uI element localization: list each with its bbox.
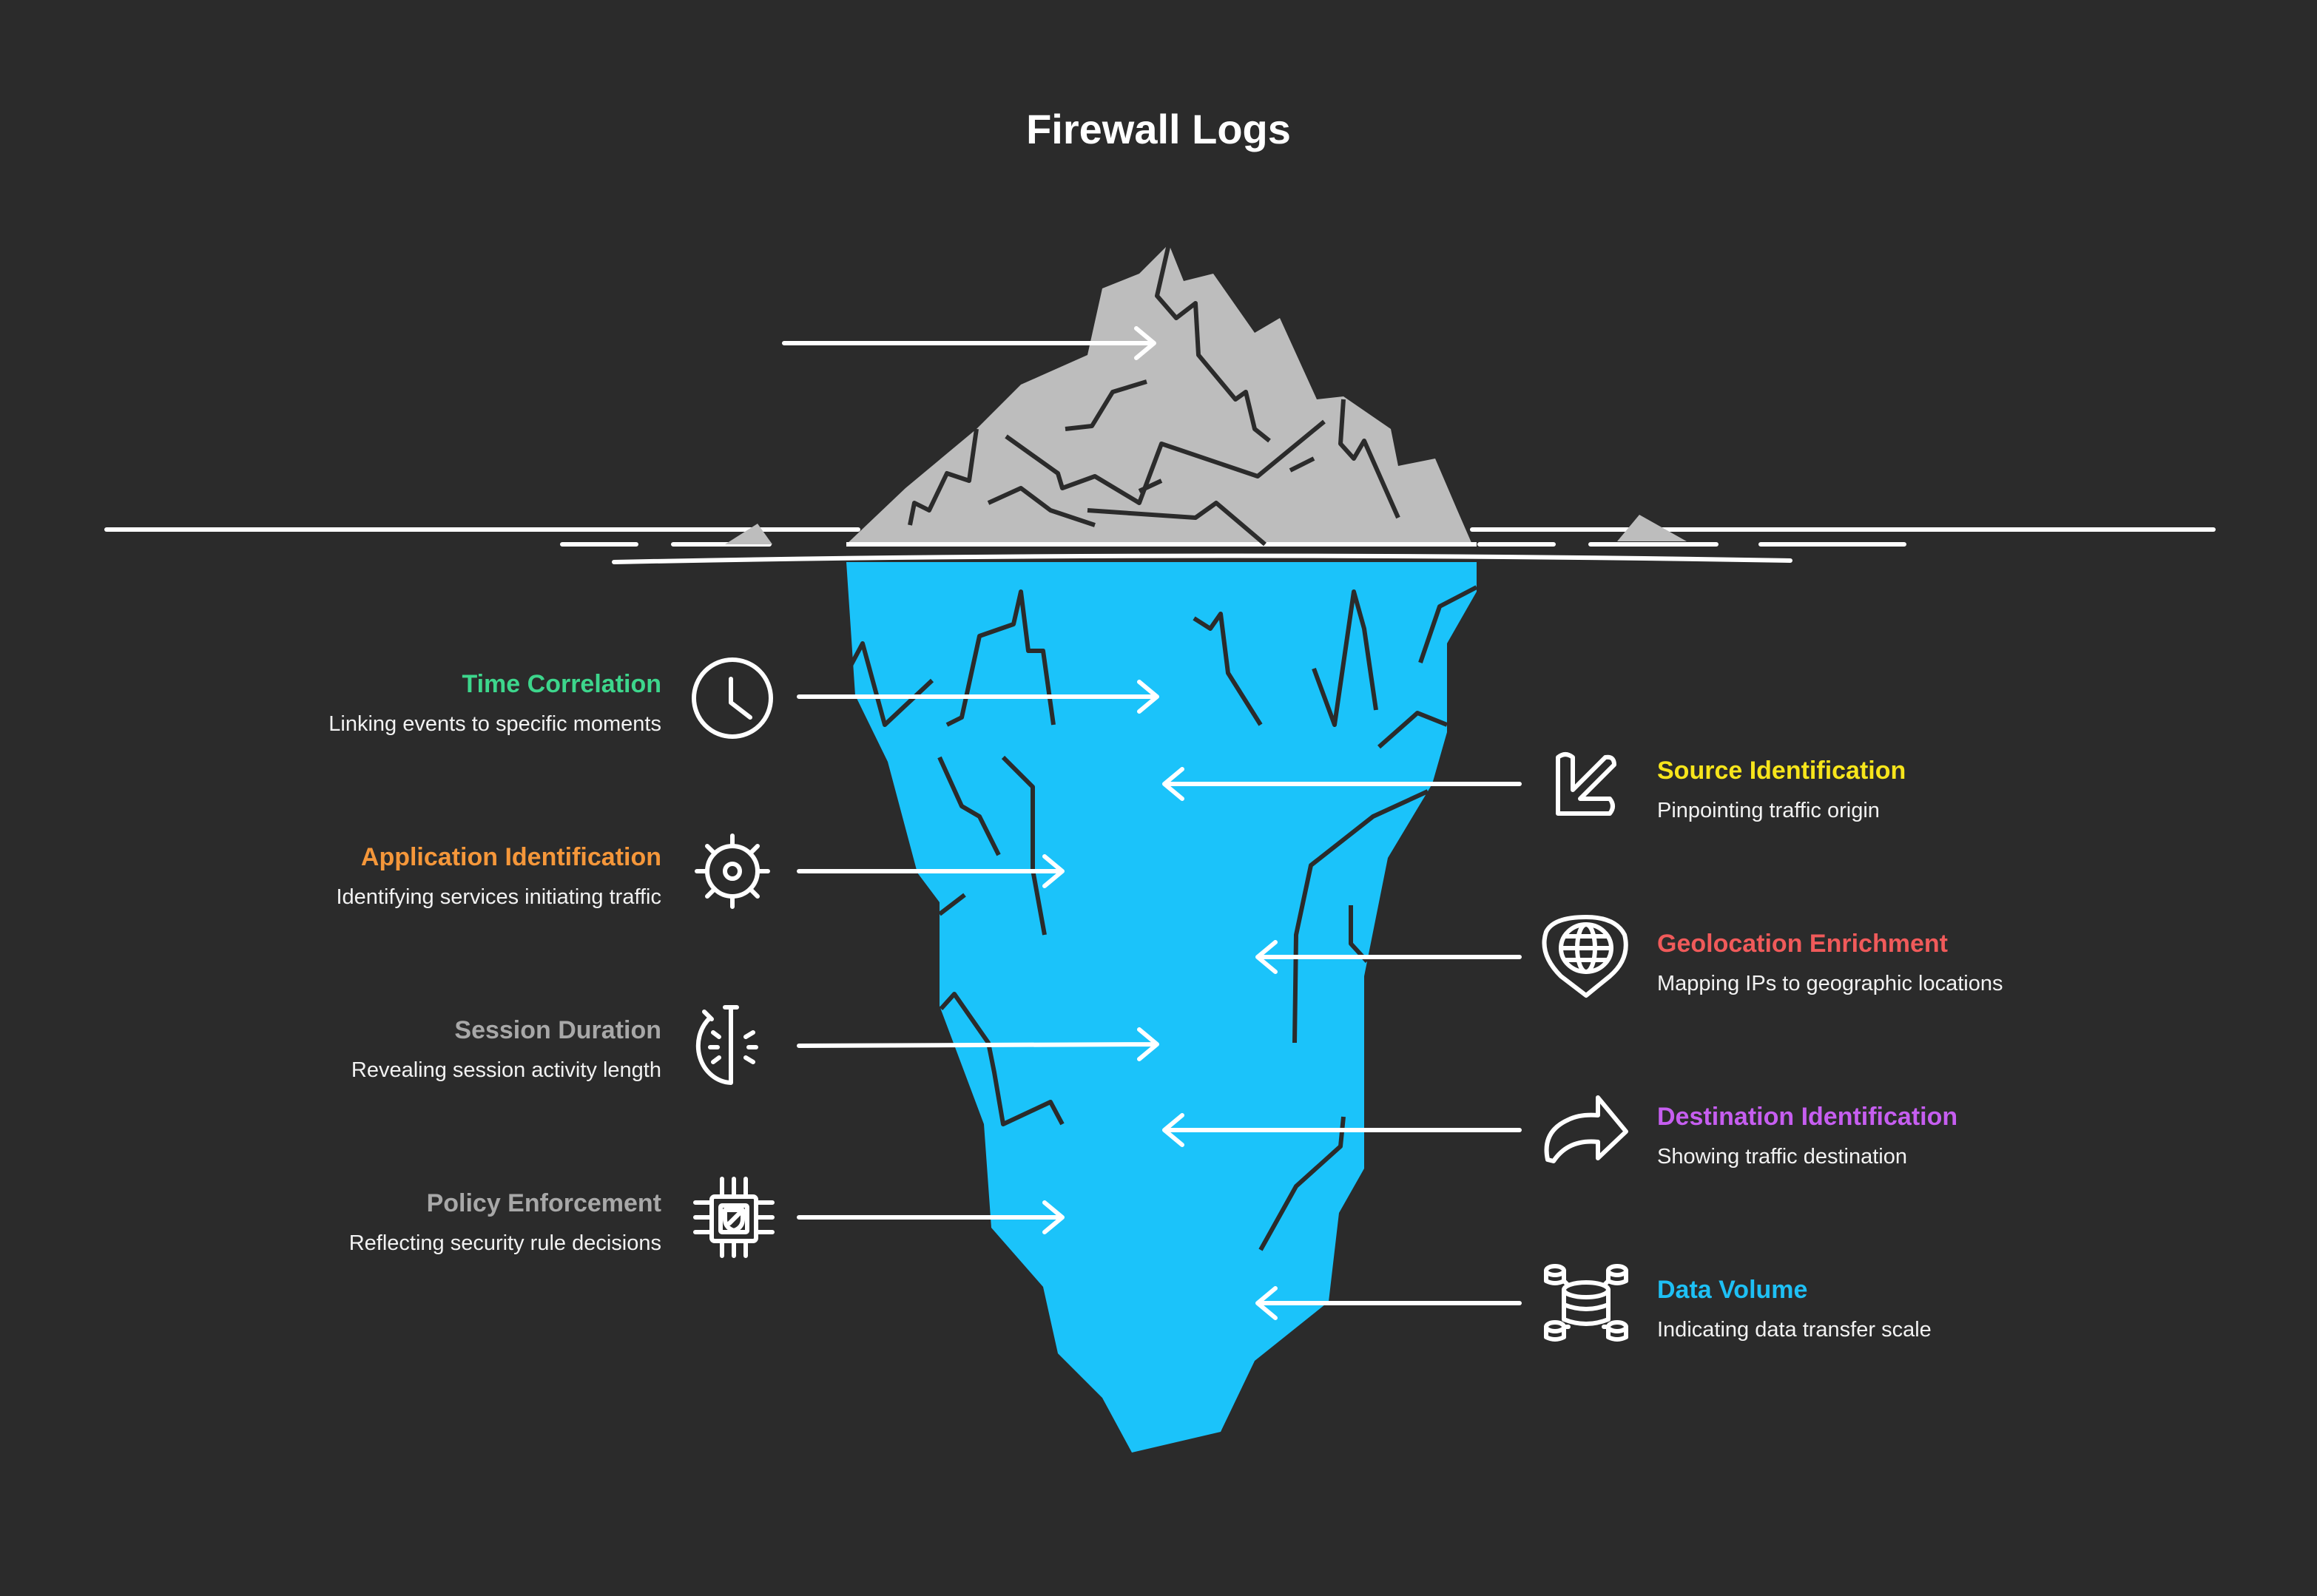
item-policy-enforcement: Policy Enforcement Reflecting security r… [0, 1188, 661, 1258]
globe-pin-icon [1542, 915, 1628, 998]
connector-arrow [1255, 940, 1522, 974]
item-session-duration: Session Duration Revealing session activ… [0, 1015, 661, 1085]
forward-arrow-icon [1544, 1095, 1628, 1163]
connector-arrow [797, 680, 1159, 714]
item-title: Data Volume [1657, 1276, 1808, 1304]
item-description: Identifying services initiating traffic [336, 885, 661, 909]
clock-icon [692, 657, 773, 739]
connector-arrow [797, 1200, 1065, 1234]
connector-arrow [1255, 1286, 1522, 1320]
database-network-icon [1544, 1264, 1628, 1342]
item-title: Session Duration [454, 1016, 661, 1044]
small-rock [725, 524, 772, 544]
item-source-identification: Source Identification Pinpointing traffi… [1657, 756, 2317, 825]
item-title: Destination Identification [1657, 1103, 1958, 1131]
item-title: Application Identification [360, 843, 661, 871]
item-title: Source Identification [1657, 757, 1906, 785]
connector-arrow [1162, 767, 1522, 801]
connector-arrow [782, 326, 1156, 360]
page-title: Firewall Logs [1026, 106, 1291, 152]
item-description: Indicating data transfer scale [1657, 1318, 1932, 1342]
item-application-identification: Application Identification Identifying s… [0, 842, 661, 912]
item-destination-identification: Destination Identification Showing traff… [1657, 1102, 2317, 1171]
gear-icon [695, 833, 770, 909]
item-description: Revealing session activity length [351, 1058, 661, 1082]
iceberg-tip [846, 244, 1472, 544]
item-title: Geolocation Enrichment [1657, 930, 1948, 958]
item-title: Time Correlation [462, 670, 661, 698]
item-geolocation-enrichment: Geolocation Enrichment Mapping IPs to ge… [1657, 929, 2317, 998]
connector-arrow [1162, 1113, 1522, 1147]
item-title: Policy Enforcement [426, 1189, 661, 1217]
item-description: Mapping IPs to geographic locations [1657, 972, 2003, 995]
item-description: Pinpointing traffic origin [1657, 799, 1880, 822]
chip-shield-icon [693, 1177, 775, 1258]
item-data-volume: Data Volume Indicating data transfer sca… [1657, 1275, 2317, 1345]
arrow-down-left-icon [1556, 752, 1616, 816]
connector-arrow [797, 1027, 1159, 1061]
stopwatch-icon [695, 1005, 758, 1085]
item-description: Linking events to specific moments [328, 712, 661, 736]
item-description: Reflecting security rule decisions [348, 1231, 661, 1255]
item-time-correlation: Time Correlation Linking events to speci… [0, 669, 661, 739]
connector-arrow [797, 854, 1065, 888]
item-description: Showing traffic destination [1657, 1145, 1908, 1169]
small-rock [1617, 515, 1687, 541]
